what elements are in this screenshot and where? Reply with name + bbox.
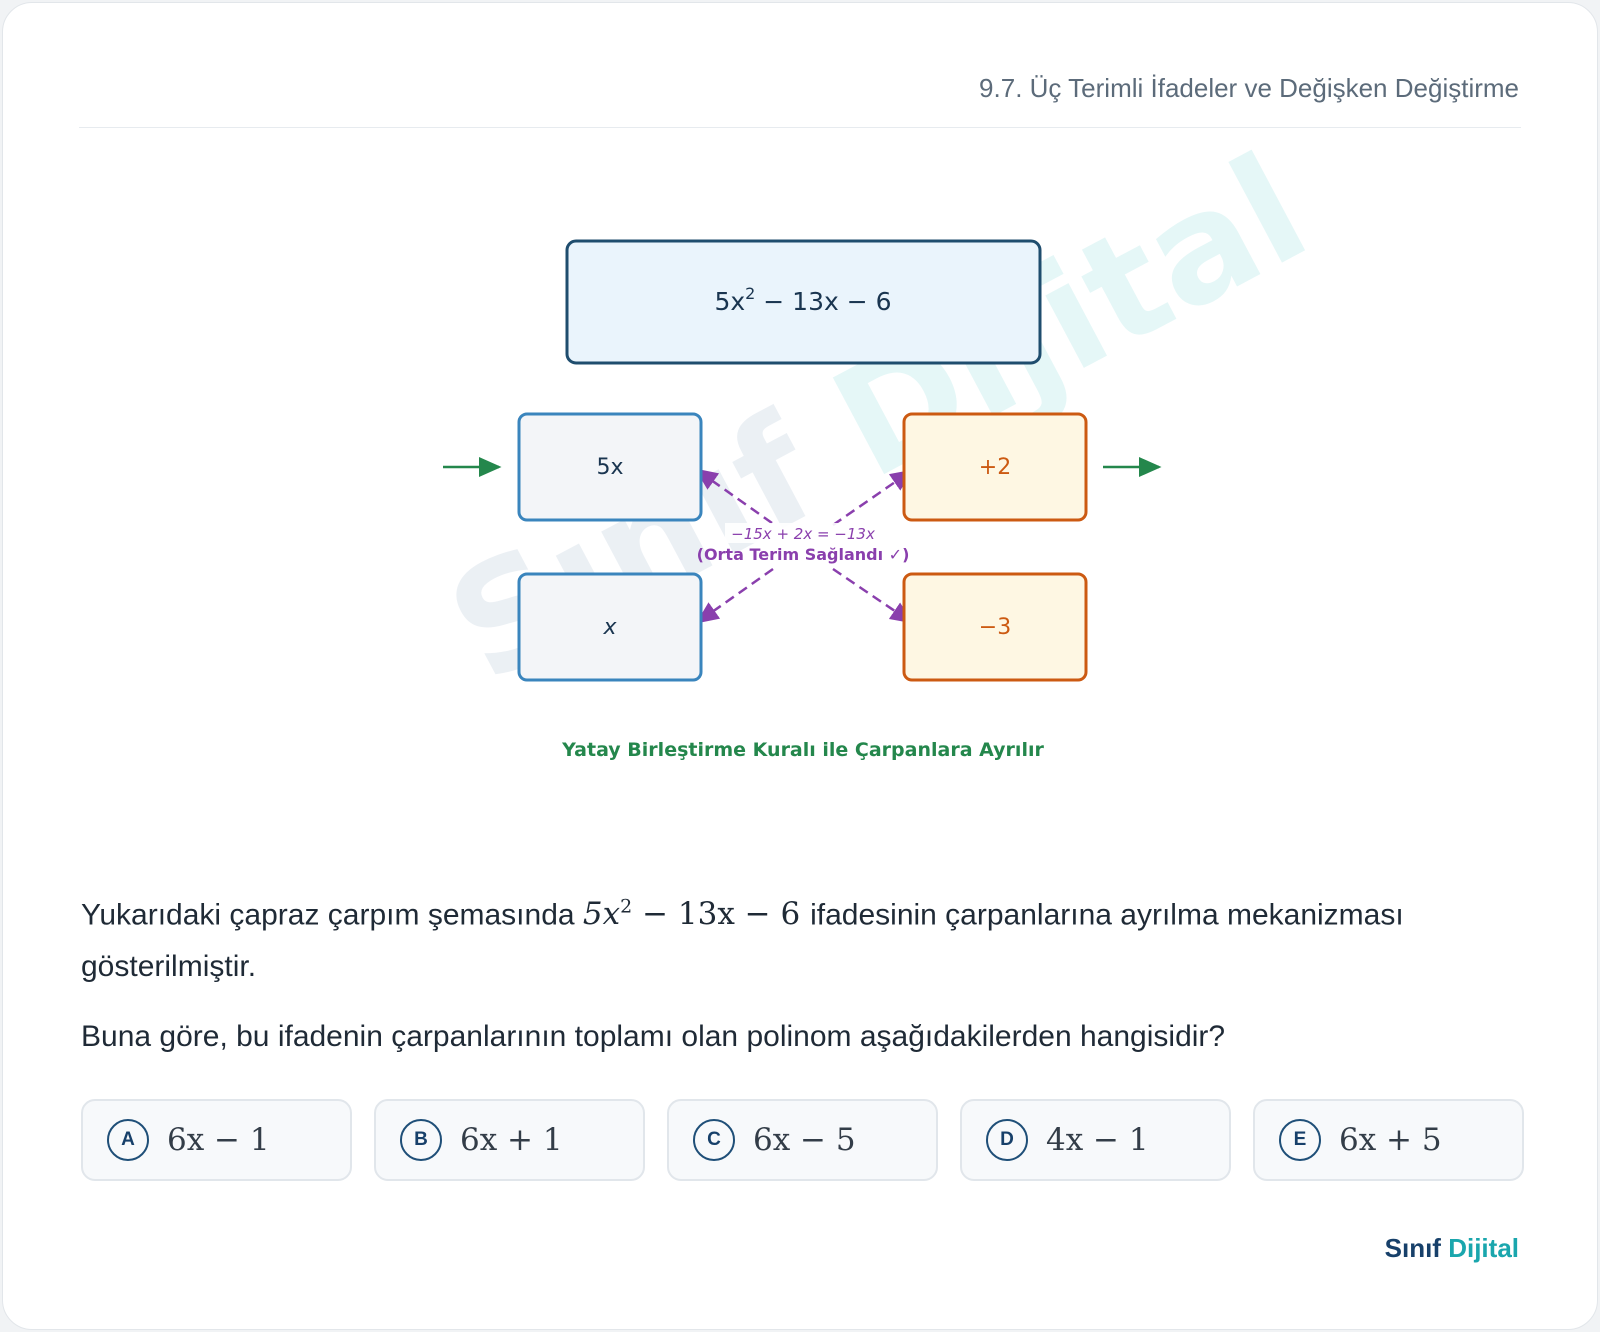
expression-rest: − 13x − 6 (755, 287, 891, 316)
option-e[interactable]: E 6x + 5 (1253, 1099, 1524, 1181)
question-paragraph-1: Yukarıdaki çapraz çarpım şemasında 5x2 −… (81, 881, 1521, 993)
cross-line-2a (695, 567, 774, 624)
question-math-rest: − 13x − 6 (632, 896, 811, 933)
brand-part1: Sınıf (1384, 1233, 1441, 1263)
expression-base: 5x (714, 287, 745, 316)
svg-text:5x2 − 13x − 6: 5x2 − 13x − 6 (714, 284, 891, 316)
question-math-exp: 2 (620, 896, 633, 918)
factor-box-right-top: +2 (902, 412, 1088, 522)
option-c[interactable]: C 6x − 5 (667, 1099, 938, 1181)
right-top-label: +2 (979, 455, 1011, 480)
left-top-label: 5x (596, 455, 623, 480)
factor-box-right-bottom: −3 (902, 572, 1088, 682)
right-bottom-label: −3 (979, 615, 1011, 640)
option-e-text: 6x + 5 (1339, 1122, 1442, 1158)
brand-logo: Sınıf Dijital (1385, 1233, 1519, 1264)
option-c-text: 6x − 5 (753, 1122, 856, 1158)
question-line1-after: ifadesinin çarpanlarına ayrılma mekanizm… (81, 898, 1404, 984)
option-d[interactable]: D 4x − 1 (960, 1099, 1231, 1181)
middle-note: (Orta Terim Sağlandı ✓) (697, 545, 910, 564)
cross-line-2b (832, 567, 914, 624)
cross-multiplication-diagram: 5x2 − 13x − 6 5x x +2 −3 −1 (443, 239, 1162, 761)
question-math: 5x2 − 13x − 6 (583, 896, 810, 932)
option-c-letter: C (693, 1119, 735, 1161)
option-d-letter: D (986, 1119, 1028, 1161)
option-b-letter: B (400, 1119, 442, 1161)
option-b-text: 6x + 1 (460, 1122, 563, 1158)
header-divider (79, 127, 1521, 128)
middle-formula: −15x + 2x = −13x (731, 525, 875, 543)
expression-box: 5x2 − 13x − 6 (565, 239, 1042, 365)
question-paragraph-2: Buna göre, bu ifadenin çarpanlarının top… (81, 1020, 1226, 1054)
answer-options: A 6x − 1 B 6x + 1 C 6x − 5 D 4x − 1 E 6x… (81, 1099, 1524, 1181)
left-bottom-label: x (602, 615, 617, 640)
expression-exponent: 2 (745, 284, 755, 303)
diagram-caption: Yatay Birleştirme Kuralı ile Çarpanlara … (561, 739, 1044, 761)
factor-box-left-top: 5x (517, 412, 703, 522)
option-e-letter: E (1279, 1119, 1321, 1161)
topic-title: 9.7. Üç Terimli İfadeler ve Değişken Değ… (979, 73, 1519, 103)
brand-part2: Dijital (1440, 1233, 1519, 1263)
option-d-text: 4x − 1 (1046, 1122, 1149, 1158)
question-math-base: 5x (582, 896, 621, 933)
cross-line-1b (832, 469, 914, 527)
option-b[interactable]: B 6x + 1 (374, 1099, 645, 1181)
cross-line-1a (694, 468, 773, 525)
option-a-letter: A (107, 1119, 149, 1161)
factor-box-left-bottom: x (517, 572, 703, 682)
option-a-text: 6x − 1 (167, 1122, 270, 1158)
question-line1-before: Yukarıdaki çapraz çarpım şemasında (81, 898, 583, 932)
question-text: Yukarıdaki çapraz çarpım şemasında 5x2 −… (81, 881, 1521, 1081)
option-a[interactable]: A 6x − 1 (81, 1099, 352, 1181)
